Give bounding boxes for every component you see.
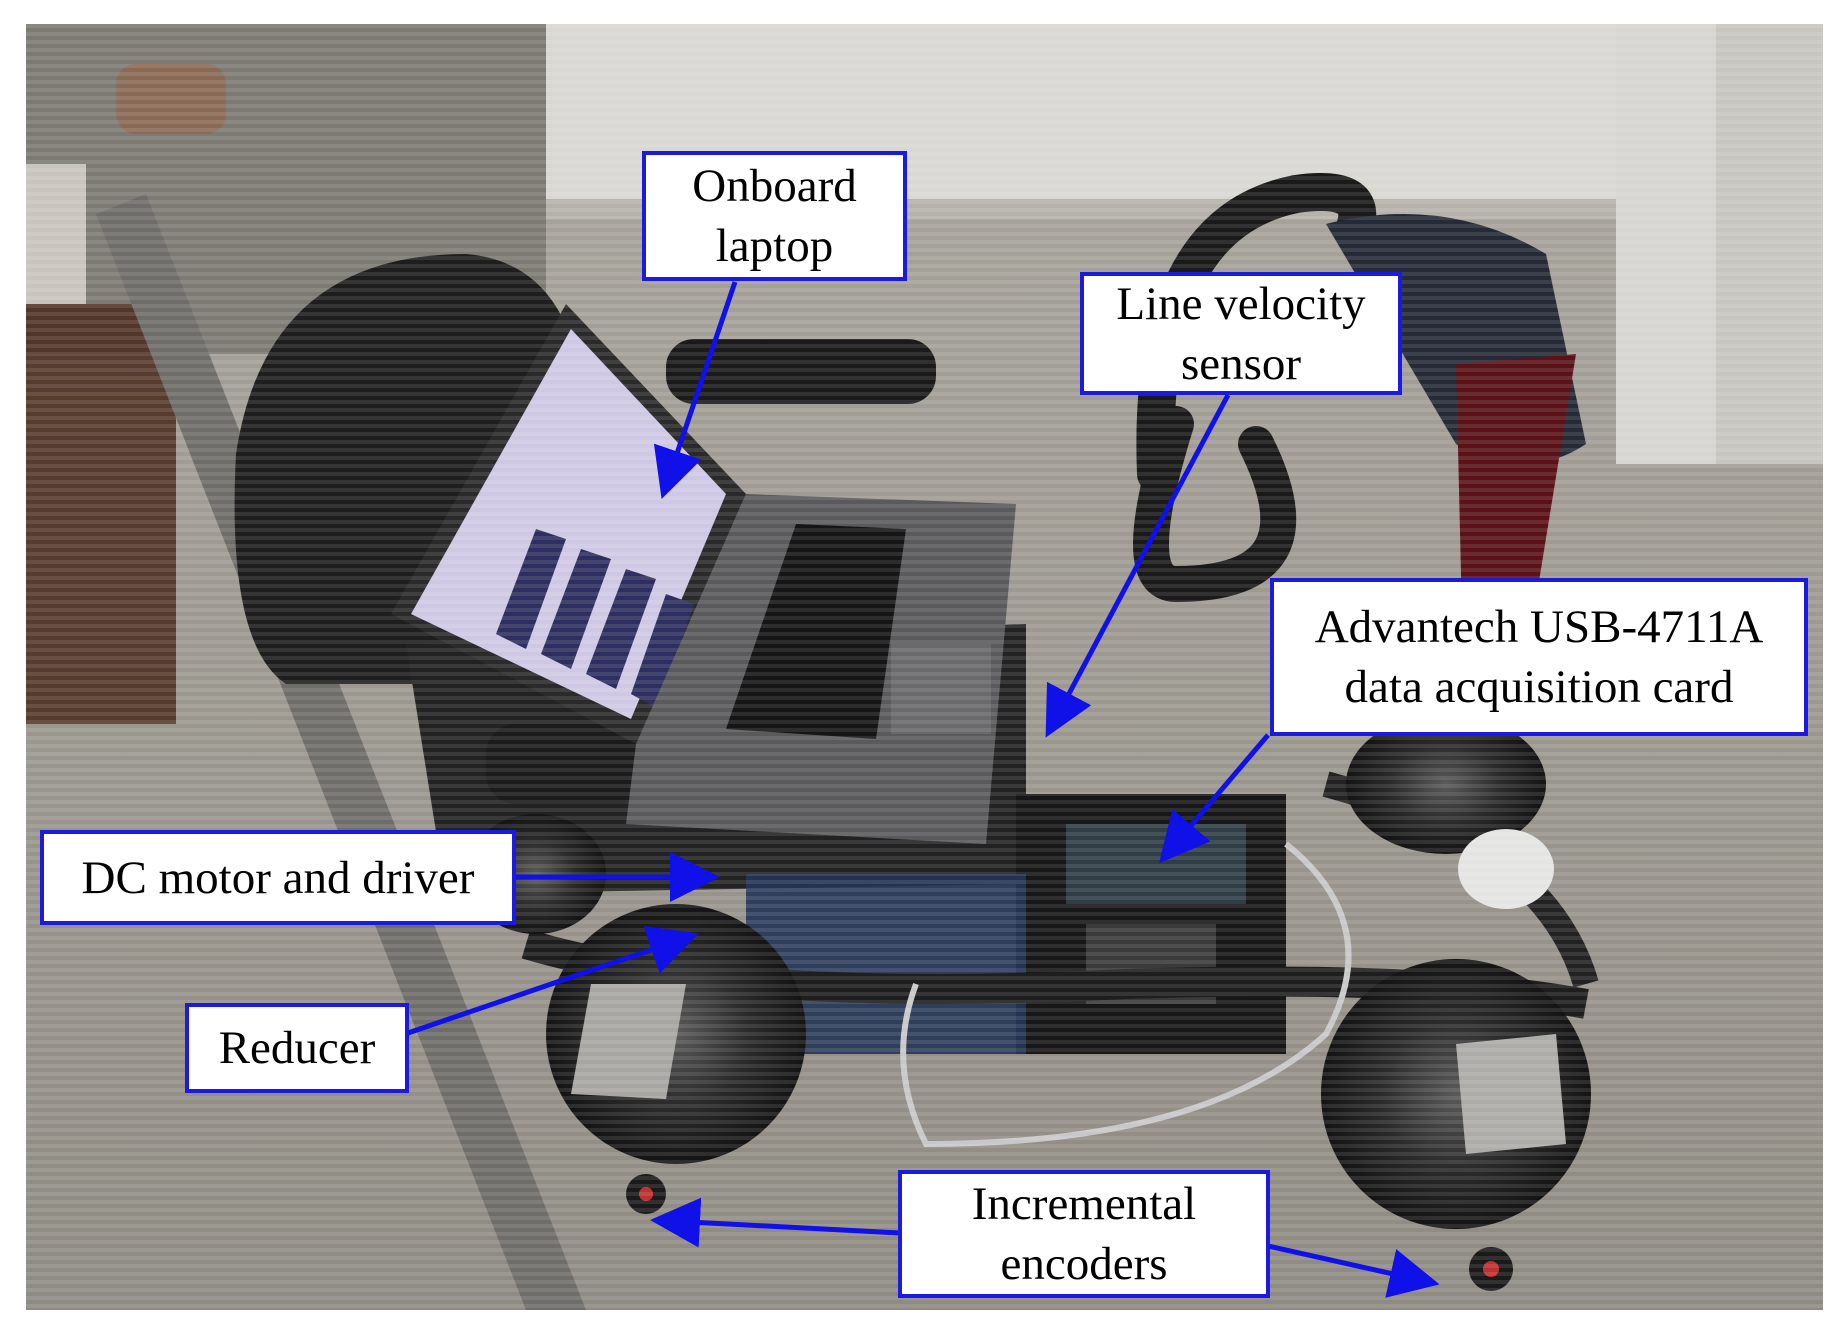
label-line-velocity-sensor: Line velocity sensor [1080, 272, 1402, 395]
label-onboard-laptop: Onboard laptop [642, 151, 907, 281]
label-encoders: Incremental encoders [898, 1170, 1270, 1298]
label-daq-card: Advantech USB-4711A data acquisition car… [1270, 578, 1808, 736]
label-dc-motor: DC motor and driver [40, 830, 516, 925]
label-reducer: Reducer [185, 1003, 409, 1093]
